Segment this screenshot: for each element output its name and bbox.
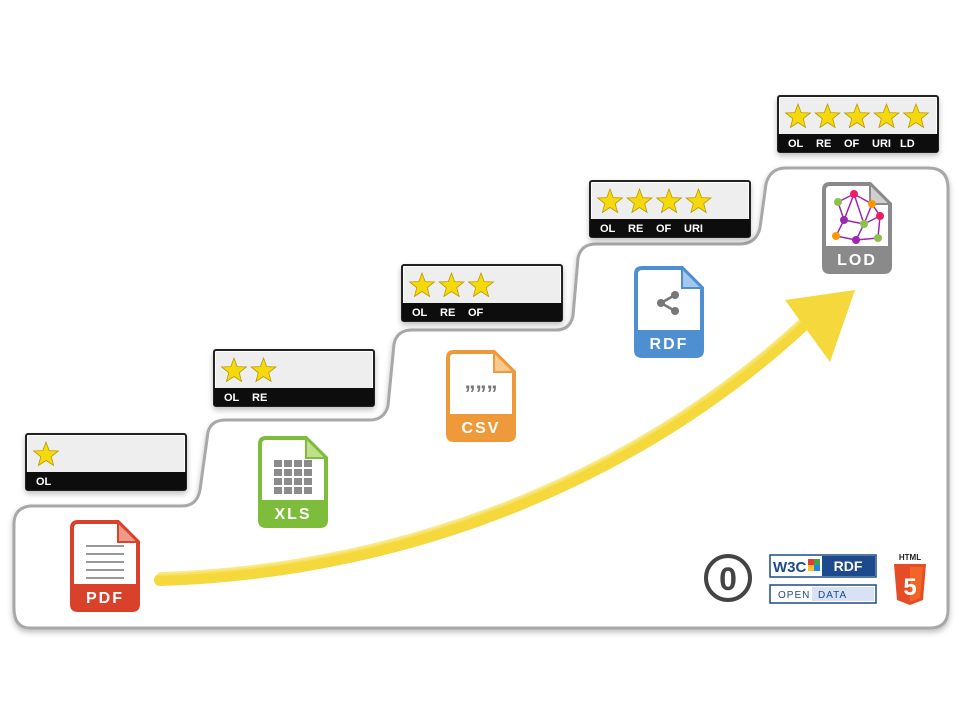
- star-icon: [814, 102, 841, 129]
- cc-zero-label: 0: [719, 561, 737, 597]
- star-icon: [596, 187, 624, 214]
- file-format-label: LOD: [837, 252, 877, 269]
- star-icon: [873, 102, 900, 129]
- star-icon: [843, 102, 871, 129]
- star-icon: [220, 356, 248, 383]
- w3c-logo: W3C: [773, 559, 807, 576]
- progress-arrow: [154, 290, 855, 586]
- rdf-badge-label: RDF: [834, 558, 863, 574]
- star-icon: [655, 187, 683, 214]
- star-icon: [784, 102, 812, 129]
- open-data-word1: OPEN: [778, 590, 810, 601]
- star-icon: [902, 102, 930, 129]
- star-icon: [626, 187, 653, 214]
- level-tag-re: RE: [252, 392, 267, 404]
- star-icon: [32, 440, 60, 467]
- star-icon: [467, 271, 495, 298]
- csv-file-icon: CSV ”””: [446, 349, 517, 442]
- file-format-label: RDF: [650, 336, 689, 353]
- open-data-logo: OPEN DATA: [769, 584, 877, 604]
- level-tag-re: RE: [440, 307, 455, 319]
- rdf-file-icon: RDF: [634, 265, 705, 358]
- star-rating-badge-3: OL RE OF: [401, 264, 563, 322]
- file-format-label: XLS: [274, 506, 311, 523]
- w3c-rdf-logo: W3C RDF: [769, 554, 877, 578]
- level-tag-re: RE: [816, 138, 831, 150]
- star-icon: [408, 271, 436, 298]
- html5-logo: HTML 5: [894, 553, 926, 605]
- open-data-word2: DATA: [818, 590, 847, 601]
- level-tag-ld: LD: [900, 138, 915, 150]
- level-tag-re: RE: [628, 223, 643, 235]
- level-tag-of: OF: [468, 307, 484, 319]
- level-tag-ol: OL: [224, 392, 240, 404]
- star-icon: [685, 187, 712, 214]
- lod-file-icon: LOD: [822, 181, 893, 274]
- level-tag-ol: OL: [788, 138, 804, 150]
- level-tag-ol: OL: [36, 476, 52, 488]
- html5-number: 5: [903, 574, 916, 601]
- level-tag-uri: URI: [872, 138, 891, 150]
- level-tag-ol: OL: [600, 223, 616, 235]
- cc-zero-icon: 0: [704, 554, 752, 602]
- star-icon: [438, 271, 465, 298]
- star-rating-badge-2: OL RE: [213, 349, 375, 407]
- level-tag-uri: URI: [684, 223, 703, 235]
- level-tag-ol: OL: [412, 307, 428, 319]
- star-icon: [250, 356, 277, 383]
- share-node-icon: [657, 291, 679, 315]
- level-tag-of: OF: [844, 138, 860, 150]
- star-rating-badge-5: OL RE OF URI LD: [777, 95, 939, 153]
- xls-file-icon: XLS: [258, 435, 329, 528]
- star-rating-badge-4: OL RE OF URI: [589, 180, 751, 238]
- html5-title: HTML: [899, 553, 921, 562]
- file-format-label: PDF: [86, 590, 124, 607]
- rdf-cube-icon: [808, 559, 820, 571]
- quote-glyph-icon: ”””: [465, 381, 498, 406]
- level-tag-of: OF: [656, 223, 672, 235]
- star-rating-badge-1: OL: [25, 433, 187, 491]
- file-format-label: CSV: [462, 420, 501, 437]
- pdf-file-icon: PDF: [70, 519, 141, 612]
- linked-graph-icon: [832, 190, 884, 244]
